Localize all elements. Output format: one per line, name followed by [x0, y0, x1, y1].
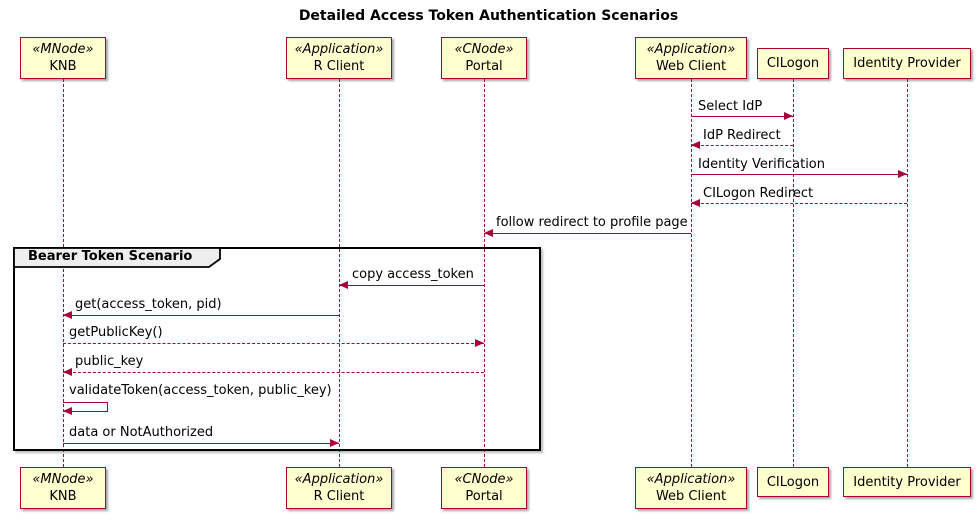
participant-stereotype: «Application» [646, 472, 736, 487]
message-label: IdP Redirect [703, 128, 781, 143]
lifeline-identity-provider [907, 79, 908, 467]
arrowhead-right-icon [898, 170, 907, 178]
message-label: copy access_token [352, 267, 474, 282]
message-arrow-line [63, 343, 484, 344]
message-arrow-line [63, 443, 339, 444]
participant-stereotype: «Application» [294, 472, 384, 487]
participant-r-client-top: «Application» R Client [286, 37, 392, 79]
frame-header-shape [13, 247, 221, 268]
message-arrow-line [691, 145, 793, 146]
participant-cilogon-bottom: CILogon [757, 467, 829, 497]
participant-stereotype: «MNode» [32, 42, 94, 57]
arrowhead-left-icon [484, 229, 493, 237]
arrowhead-left-icon [691, 141, 700, 149]
arrowhead-right-icon [784, 112, 793, 120]
participant-identity-provider-top: Identity Provider [843, 48, 971, 79]
participant-identity-provider-bottom: Identity Provider [843, 467, 971, 497]
diagram-title: Detailed Access Token Authentication Sce… [298, 8, 679, 24]
message-arrow-line [63, 372, 484, 373]
message-arrow-line [691, 203, 907, 204]
participant-portal-top: «CNode» Portal [441, 37, 527, 79]
lifeline-knb [63, 79, 64, 467]
arrowhead-left-icon [691, 199, 700, 207]
participant-knb-bottom: «MNode» KNB [20, 467, 106, 509]
arrowhead-left-icon [63, 311, 72, 319]
frame-label: Bearer Token Scenario [28, 249, 193, 264]
participant-name: CILogon [766, 474, 820, 490]
message-arrow-line [691, 116, 793, 117]
participant-name: KNB [49, 489, 77, 504]
participant-cilogon-top: CILogon [757, 48, 829, 79]
lifeline-cilogon [793, 79, 794, 467]
message-label: validateToken(access_token, public_key) [69, 383, 332, 398]
message-label: getPublicKey() [69, 325, 163, 340]
participant-name: Web Client [655, 489, 727, 504]
participant-portal-bottom: «CNode» Portal [441, 467, 527, 509]
participant-name: Portal [465, 489, 503, 504]
participant-stereotype: «CNode» [454, 472, 514, 487]
participant-stereotype: «Application» [294, 42, 384, 57]
participant-knb-top: «MNode» KNB [20, 37, 106, 79]
message-label: data or NotAuthorized [69, 425, 214, 440]
participant-web-client-top: «Application» Web Client [635, 37, 747, 79]
arrowhead-right-icon [330, 439, 339, 447]
participant-name: Web Client [655, 59, 727, 74]
arrowhead-left-icon [339, 281, 348, 289]
participant-name: R Client [313, 59, 365, 74]
participant-web-client-bottom: «Application» Web Client [635, 467, 747, 509]
message-label: get(access_token, pid) [75, 297, 222, 312]
message-label: Select IdP [698, 99, 763, 114]
participant-stereotype: «MNode» [32, 472, 94, 487]
message-arrow-line [63, 315, 339, 316]
message-arrow-line [339, 285, 484, 286]
participant-stereotype: «Application» [646, 42, 736, 57]
message-label: Identity Verification [698, 157, 825, 172]
lifeline-portal [484, 79, 485, 467]
message-arrow-line [691, 174, 907, 175]
participant-stereotype: «CNode» [454, 42, 514, 57]
arrowhead-right-icon [475, 339, 484, 347]
arrowhead-left-icon [63, 368, 72, 376]
message-label: follow redirect to profile page [496, 215, 688, 230]
participant-name: KNB [49, 59, 77, 74]
self-message-loop [63, 402, 108, 412]
message-label: CILogon Redirect [703, 186, 814, 201]
arrowhead-left-icon [63, 407, 72, 415]
lifeline-web-client [691, 79, 692, 467]
participant-name: Identity Provider [853, 56, 961, 71]
message-arrow-line [484, 233, 691, 234]
message-label: public_key [75, 354, 144, 369]
participant-name: Portal [465, 59, 503, 74]
frame-bearer-token-scenario: Bearer Token Scenario [13, 247, 541, 451]
participant-name: CILogon [766, 56, 820, 71]
participant-r-client-bottom: «Application» R Client [286, 467, 392, 509]
participant-name: R Client [313, 489, 365, 504]
lifeline-r-client [339, 79, 340, 467]
participant-name: Identity Provider [853, 474, 961, 490]
